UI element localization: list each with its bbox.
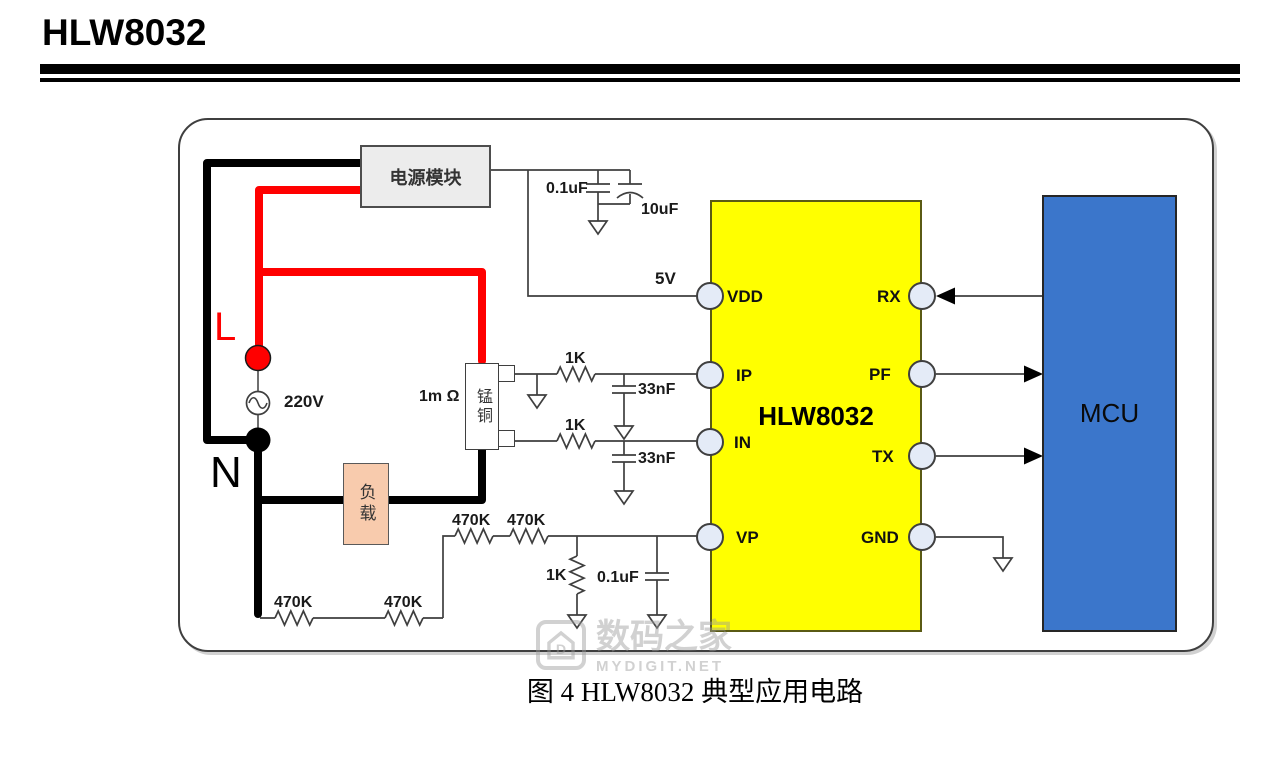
load-label: 负载 (356, 483, 376, 525)
figure-caption: 图 4 HLW8032 典型应用电路 (526, 677, 864, 707)
arrow-pf-icon (1024, 365, 1043, 383)
watermark: D 数码之家 MYDIGIT.NET (536, 620, 732, 675)
watermark-site: MYDIGIT.NET (596, 658, 725, 675)
resistor-value-1k-ip: 1K (565, 350, 586, 367)
cap-0.1uf-vdd (586, 170, 610, 204)
pin-label-in: IN (734, 433, 751, 452)
resistor-1k-in (556, 431, 596, 451)
resistor-value-470k-1: 470K (274, 594, 313, 611)
power-module-box: 电源模块 (360, 145, 491, 208)
resistor-value-470k-3: 470K (452, 512, 491, 529)
mcu-label: MCU (1079, 398, 1140, 428)
cap-value-10uf: 10uF (641, 201, 679, 218)
wire-live-feed (255, 186, 366, 354)
pin-label-rx: RX (877, 287, 901, 306)
power-module-label: 电源模块 (389, 167, 462, 188)
wire-gnd (936, 536, 1004, 558)
pin-rx (908, 282, 936, 310)
watermark-name: 数码之家 (596, 618, 732, 656)
pin-vp (696, 523, 724, 551)
shunt-resistor-box: 锰铜 (465, 363, 499, 450)
circuit-frame (178, 118, 1214, 652)
live-terminal-dot (244, 344, 272, 372)
arrow-rx-icon (936, 287, 955, 305)
house-icon: D (547, 630, 575, 660)
pin-gnd (908, 523, 936, 551)
wire-neutral-feed (203, 159, 366, 444)
watermark-text: 数码之家 MYDIGIT.NET (596, 620, 732, 675)
ground-symbol (613, 490, 635, 506)
pin-label-gnd: GND (861, 528, 899, 547)
svg-text:D: D (556, 642, 566, 658)
pin-label-pf: PF (869, 365, 891, 384)
wire-live-to-shunt (255, 268, 486, 365)
cap-value-33nf-ip: 33nF (638, 381, 676, 398)
rail-5v-label: 5V (655, 269, 676, 288)
cap-value-0.1uf-vdd: 0.1uF (546, 180, 588, 197)
hlw8032-chip-box: HLW8032 (710, 200, 922, 632)
resistor-470k-3 (454, 526, 494, 546)
resistor-470k-1 (274, 608, 314, 628)
shunt-material-label: 锰铜 (474, 387, 491, 426)
wire-cap-ground-stem (597, 203, 630, 221)
cap-value-0.1uf-vp: 0.1uF (597, 569, 639, 586)
pin-label-ip: IP (736, 366, 753, 385)
pin-label-vdd: VDD (727, 287, 763, 306)
header-rule-thin (40, 78, 1240, 82)
chip-label: HLW8032 (758, 400, 874, 431)
cap-10uf-vdd (616, 170, 644, 204)
pin-ip (696, 361, 724, 389)
watermark-logo-icon: D (536, 620, 586, 670)
cap-33nf-in (612, 441, 636, 491)
page-title: HLW8032 (42, 12, 207, 53)
resistor-value-470k-2: 470K (384, 594, 423, 611)
header-rule-thick (40, 64, 1240, 74)
source-voltage-label: 220V (284, 392, 324, 411)
resistor-470k-4 (509, 526, 549, 546)
pin-label-vp: VP (736, 528, 759, 547)
resistor-470k-2 (384, 608, 424, 628)
resistor-1k-ip (556, 364, 596, 384)
sine-icon (248, 396, 268, 410)
cap-value-33nf-in: 33nF (638, 450, 676, 467)
ground-symbol (587, 220, 609, 236)
neutral-terminal-dot (245, 427, 271, 453)
mcu-box: MCU (1042, 195, 1177, 632)
pin-in (696, 428, 724, 456)
resistor-value-1k-in: 1K (565, 417, 586, 434)
ground-symbol (992, 557, 1014, 573)
neutral-label: N (210, 448, 242, 497)
shunt-value-label: 1m Ω (419, 388, 460, 405)
arrow-tx-icon (1024, 447, 1043, 465)
wire-load-path (258, 446, 486, 504)
cap-33nf-ip (612, 374, 636, 426)
pin-label-tx: TX (872, 447, 894, 466)
wire-5v-to-vdd (527, 170, 710, 297)
ground-symbol (646, 614, 668, 630)
resistor-1k-vp (567, 536, 587, 615)
resistor-value-470k-4: 470K (507, 512, 546, 529)
resistor-value-1k-vp: 1K (546, 567, 567, 584)
pin-pf (908, 360, 936, 388)
ground-symbol (526, 394, 548, 410)
live-label: L (214, 305, 237, 349)
cap-0.1uf-vp (645, 536, 669, 615)
pin-tx (908, 442, 936, 470)
load-box: 负载 (343, 463, 389, 545)
wire-vp (442, 535, 710, 618)
ground-symbol (613, 425, 635, 441)
pin-vdd (696, 282, 724, 310)
